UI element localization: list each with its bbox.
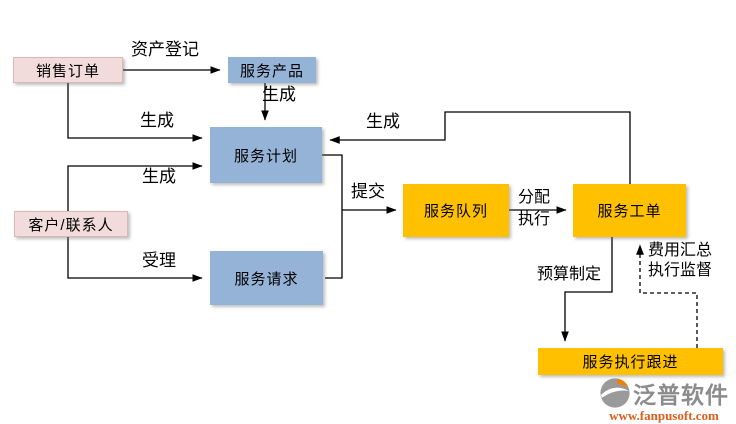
edge-customer-to-request — [67, 237, 203, 282]
edge-label-asset-register: 资产登记 — [131, 40, 199, 59]
edge-label-generate-feedback: 生成 — [366, 112, 400, 131]
node-label: 服务执行跟进 — [582, 354, 679, 371]
edge-follow-to-workorder-dashed — [636, 244, 698, 348]
edge-label-generate-customer: 生成 — [142, 167, 176, 186]
edge-label-generate-sales: 生成 — [140, 111, 174, 130]
node-label: 服务工单 — [597, 203, 662, 220]
edge-label-generate-product: 生成 — [262, 85, 296, 104]
edge-label-budget: 预算制定 — [537, 266, 602, 283]
node-label: 服务队列 — [423, 203, 488, 220]
edge-label-supervision: 执行监督 — [648, 262, 713, 279]
node-sales-order: 销售订单 — [13, 57, 123, 83]
node-service-workorder: 服务工单 — [573, 184, 686, 237]
edge-label-assign: 分配 — [518, 189, 551, 206]
node-label: 服务计划 — [233, 147, 298, 165]
edge-label-accept: 受理 — [142, 251, 176, 270]
edge-customer-to-plan — [67, 162, 203, 211]
edge-plan-request-join — [322, 154, 343, 279]
node-label: 销售订单 — [35, 62, 100, 80]
node-service-plan: 服务计划 — [210, 127, 322, 183]
edge-label-cost-summary: 费用汇总 — [648, 242, 713, 259]
node-label: 服务产品 — [239, 62, 304, 80]
node-customer-contact: 客户/联系人 — [14, 211, 128, 237]
fanpu-logo-icon — [600, 378, 630, 408]
edge-workorder-to-plan-feedback — [329, 111, 631, 184]
node-service-product: 服务产品 — [228, 57, 316, 83]
node-service-follow-up: 服务执行跟进 — [538, 348, 723, 375]
edge-sales-to-plan — [67, 83, 203, 142]
brand-url: www.fanpusoft.com — [609, 408, 719, 423]
node-label: 客户/联系人 — [28, 216, 114, 234]
node-label: 服务请求 — [234, 270, 299, 288]
node-service-queue: 服务队列 — [403, 184, 509, 237]
node-service-request: 服务请求 — [210, 251, 323, 305]
fanpu-watermark: 泛普软件 www.fanpusoft.com — [596, 376, 732, 424]
edge-label-submit: 提交 — [351, 182, 385, 201]
brand-name: 泛普软件 — [633, 382, 729, 408]
edge-workorder-to-follow — [561, 237, 613, 342]
edge-label-execute: 执行 — [518, 211, 551, 228]
